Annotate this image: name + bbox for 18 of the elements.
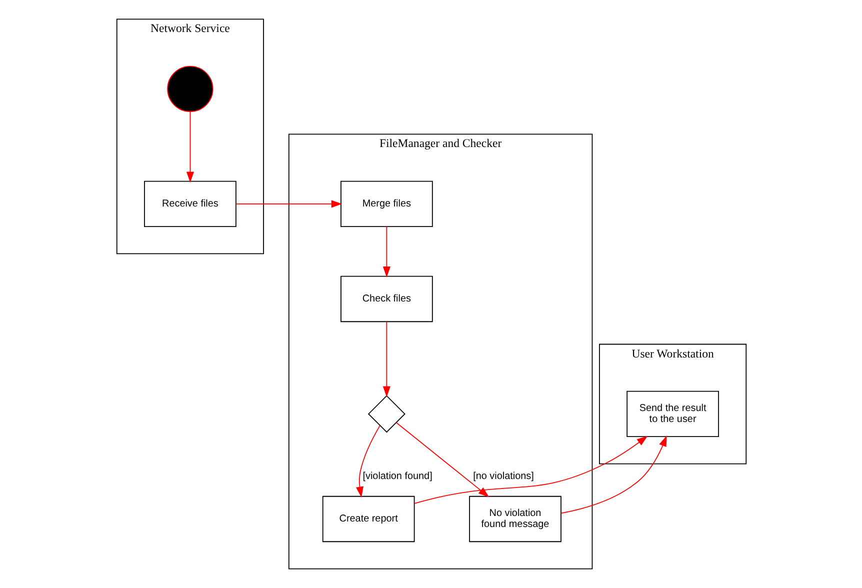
arrow bbox=[414, 436, 648, 504]
arrow bbox=[395, 422, 489, 498]
edge-label: [violation found] bbox=[362, 470, 432, 482]
arrow bbox=[235, 200, 342, 208]
node-box: Merge files bbox=[340, 180, 432, 227]
node-box: No violation found message bbox=[468, 496, 561, 542]
arrow bbox=[382, 226, 390, 278]
arrow bbox=[186, 111, 194, 183]
node-box: Receive files bbox=[144, 180, 236, 227]
node-circle bbox=[166, 66, 213, 112]
arrow bbox=[355, 425, 380, 498]
node-box: Send the result to the user bbox=[626, 390, 718, 438]
edge-label: [no violations] bbox=[472, 470, 534, 482]
arrow bbox=[382, 321, 390, 398]
node-box: Create report bbox=[322, 496, 414, 542]
node-diamond bbox=[367, 395, 405, 433]
node-box: Check files bbox=[340, 276, 432, 322]
arrow bbox=[560, 436, 666, 514]
